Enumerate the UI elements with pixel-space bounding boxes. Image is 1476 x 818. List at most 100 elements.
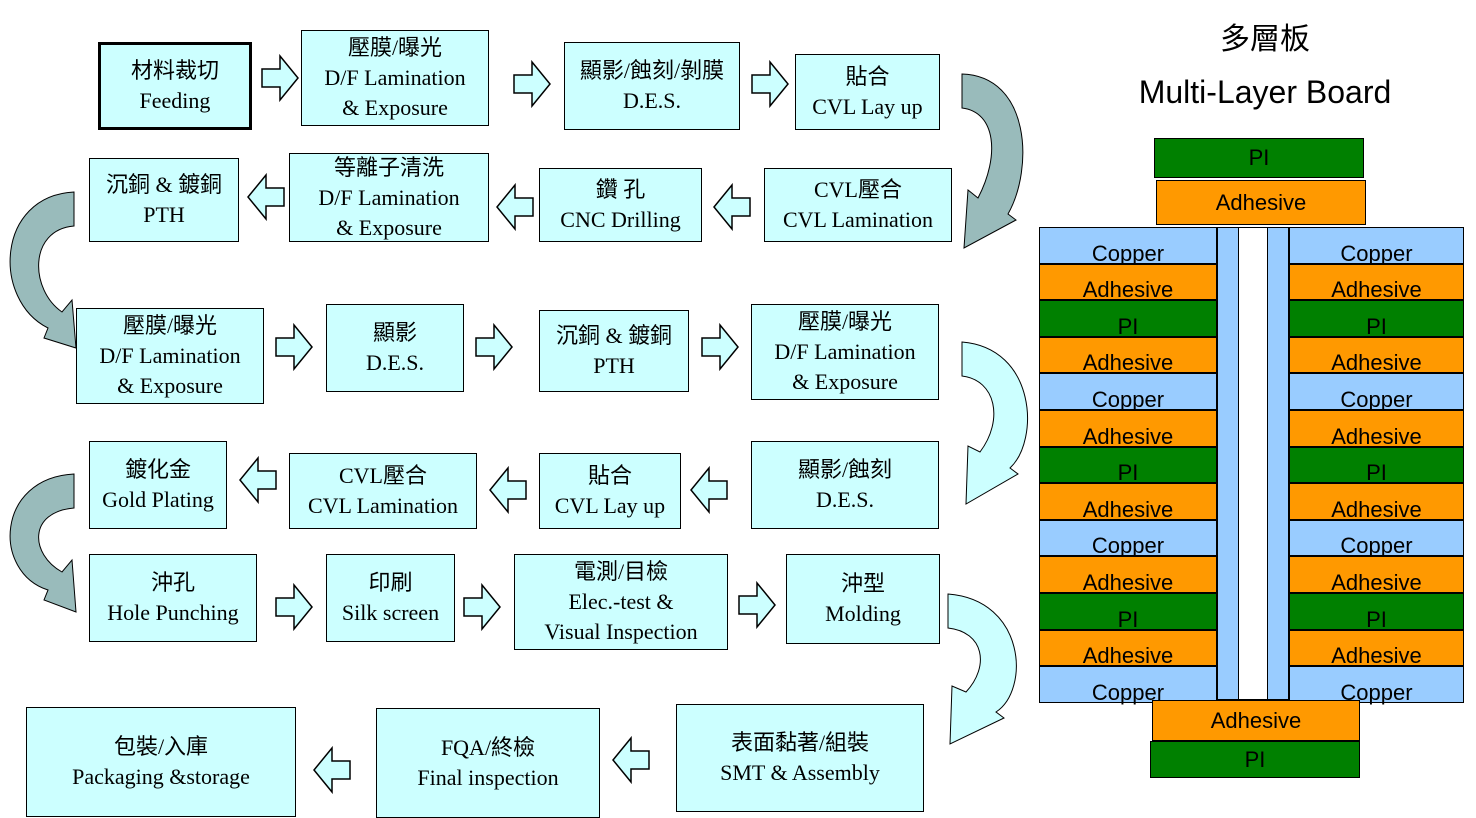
step-electrical-test: 電測/目檢 Elec.-test & Visual Inspection — [514, 554, 728, 650]
curved-arrow-left-side-1 — [9, 191, 77, 349]
layer-label: Adhesive — [1331, 350, 1422, 376]
adhesive-layer: Adhesive — [1289, 556, 1464, 593]
layer-label: Copper — [1340, 386, 1413, 412]
step-df-lamination-exposure-2: 壓膜/曝光 D/F Lamination & Exposure — [76, 308, 264, 404]
adhesive-layer: Adhesive — [1289, 483, 1464, 520]
copper-layer: Copper — [1039, 373, 1217, 410]
layer-label: Copper — [1091, 679, 1165, 705]
step-cnc-drilling: 鑽 孔 CNC Drilling — [539, 168, 702, 242]
step-molding: 沖型 Molding — [786, 554, 940, 644]
layer-label: Adhesive — [1331, 643, 1422, 669]
step-zh: 鍍化金 — [124, 457, 191, 482]
step-pth: 沉銅 & 鍍銅 PTH — [89, 158, 239, 242]
layer-label: Adhesive — [1082, 643, 1174, 669]
arrow-right-icon — [738, 582, 776, 628]
step-en: PTH — [593, 353, 635, 378]
adhesive-layer: Adhesive — [1039, 556, 1217, 593]
step-en: Elec.-test & — [568, 589, 674, 614]
layer-label: PI — [1366, 606, 1387, 632]
layer-label: Adhesive — [1331, 277, 1422, 303]
layer-label: PI — [1244, 746, 1266, 772]
step-cvl-lay-up: 貼合 CVL Lay up — [795, 54, 940, 130]
step-en: D/F Lamination — [774, 339, 916, 364]
arrow-right-icon — [751, 61, 789, 107]
step-pth-2: 沉銅 & 鍍銅 PTH — [539, 310, 689, 392]
layer-label: Copper — [1091, 533, 1165, 559]
adhesive-layer: Adhesive — [1289, 263, 1464, 303]
step-plasma-cleaning: 等離子清洗 D/F Lamination & Exposure — [289, 153, 489, 242]
step-en-2: & Exposure — [336, 214, 442, 240]
arrow-right-icon — [513, 61, 551, 107]
step-en-2: Visual Inspection — [544, 619, 698, 644]
step-zh: 材料裁切 — [130, 58, 219, 83]
step-en-2: & Exposure — [792, 369, 898, 394]
layer-label: Adhesive — [1082, 496, 1174, 522]
pi-layer: PI — [1289, 593, 1464, 630]
step-smt-assembly: 表面黏著/組裝 SMT & Assembly — [676, 704, 924, 812]
arrow-left-icon — [713, 184, 751, 230]
step-hole-punching: 沖孔 Hole Punching — [89, 554, 257, 642]
curved-arrow-right-side-2 — [961, 341, 1028, 505]
step-en: CNC Drilling — [560, 207, 681, 232]
step-final-inspection: FQA/終檢 Final inspection — [376, 708, 600, 818]
step-en-2: & Exposure — [117, 373, 223, 398]
layer-label: Adhesive — [1331, 569, 1422, 595]
step-en: Hole Punching — [107, 600, 239, 625]
pi-layer: PI — [1039, 300, 1217, 337]
layer-label: Copper — [1340, 679, 1413, 705]
layer-label: Adhesive — [1082, 350, 1174, 376]
adhesive-layer: Adhesive — [1289, 410, 1464, 447]
step-zh: 鑽 孔 — [595, 177, 646, 202]
step-cvl-lamination-2: CVL壓合 CVL Lamination — [289, 453, 477, 529]
step-zh: 貼合 — [587, 463, 632, 488]
step-en: D/F Lamination — [99, 343, 241, 368]
step-zh: 顯影 — [372, 320, 417, 345]
copper-layer: Copper — [1039, 666, 1217, 703]
layer-label: Adhesive — [1331, 496, 1422, 522]
step-df-lamination-exposure: 壓膜/曝光 D/F Lamination & Exposure — [301, 30, 489, 126]
step-en-2: & Exposure — [342, 95, 448, 120]
adhesive-layer: Adhesive — [1289, 629, 1464, 669]
step-zh: 顯影/蝕刻 — [797, 457, 893, 482]
step-cvl-lay-up-2: 貼合 CVL Lay up — [539, 453, 681, 529]
curved-arrow-right-side-1 — [961, 73, 1024, 249]
adhesive-layer: Adhesive — [1039, 263, 1217, 301]
arrow-left-icon — [612, 737, 650, 783]
arrow-left-icon — [690, 467, 728, 513]
copper-layer: Copper — [1039, 519, 1217, 559]
layer-label: Copper — [1091, 240, 1165, 266]
board-title-en: Multi-Layer Board — [1138, 74, 1392, 110]
step-gold-plating: 鍍化金 Gold Plating — [89, 441, 227, 529]
adhesive-layer: Adhesive — [1039, 629, 1217, 669]
copper-layer: Copper — [1289, 227, 1464, 264]
step-zh: CVL壓合 — [338, 463, 427, 488]
step-en: D.E.S. — [815, 487, 875, 512]
layer-label: PI — [1117, 606, 1139, 632]
step-zh: FQA/終檢 — [440, 735, 536, 760]
step-zh: 包裝/入庫 — [113, 734, 209, 759]
step-silk-screen: 印刷 Silk screen — [326, 554, 455, 642]
step-en: D.E.S. — [365, 350, 425, 375]
bottom-adhesive-layer: Adhesive — [1152, 700, 1360, 741]
layer-label: Adhesive — [1082, 569, 1174, 595]
step-zh: 沖孔 — [150, 570, 195, 595]
curved-arrow-right-side-3 — [947, 593, 1017, 745]
layer-label: PI — [1366, 460, 1387, 486]
adhesive-layer: Adhesive — [1039, 336, 1217, 376]
pi-layer: PI — [1039, 446, 1217, 484]
arrow-right-icon — [475, 324, 513, 370]
step-en: CVL Lay up — [812, 94, 923, 119]
layer-label: Adhesive — [1331, 423, 1422, 449]
adhesive-layer: Adhesive — [1039, 410, 1217, 447]
top-pi-layer: PI — [1154, 138, 1364, 178]
step-en: CVL Lamination — [307, 493, 459, 518]
curved-arrow-left-side-2 — [9, 473, 77, 613]
arrow-left-icon — [489, 467, 527, 513]
step-en: Gold Plating — [102, 487, 214, 512]
step-des-3: 顯影/蝕刻 D.E.S. — [751, 441, 939, 529]
step-zh: 印刷 — [368, 570, 413, 595]
step-zh: 貼合 — [845, 64, 890, 89]
layer-label: PI — [1117, 313, 1139, 339]
layer-label: Copper — [1340, 240, 1413, 266]
